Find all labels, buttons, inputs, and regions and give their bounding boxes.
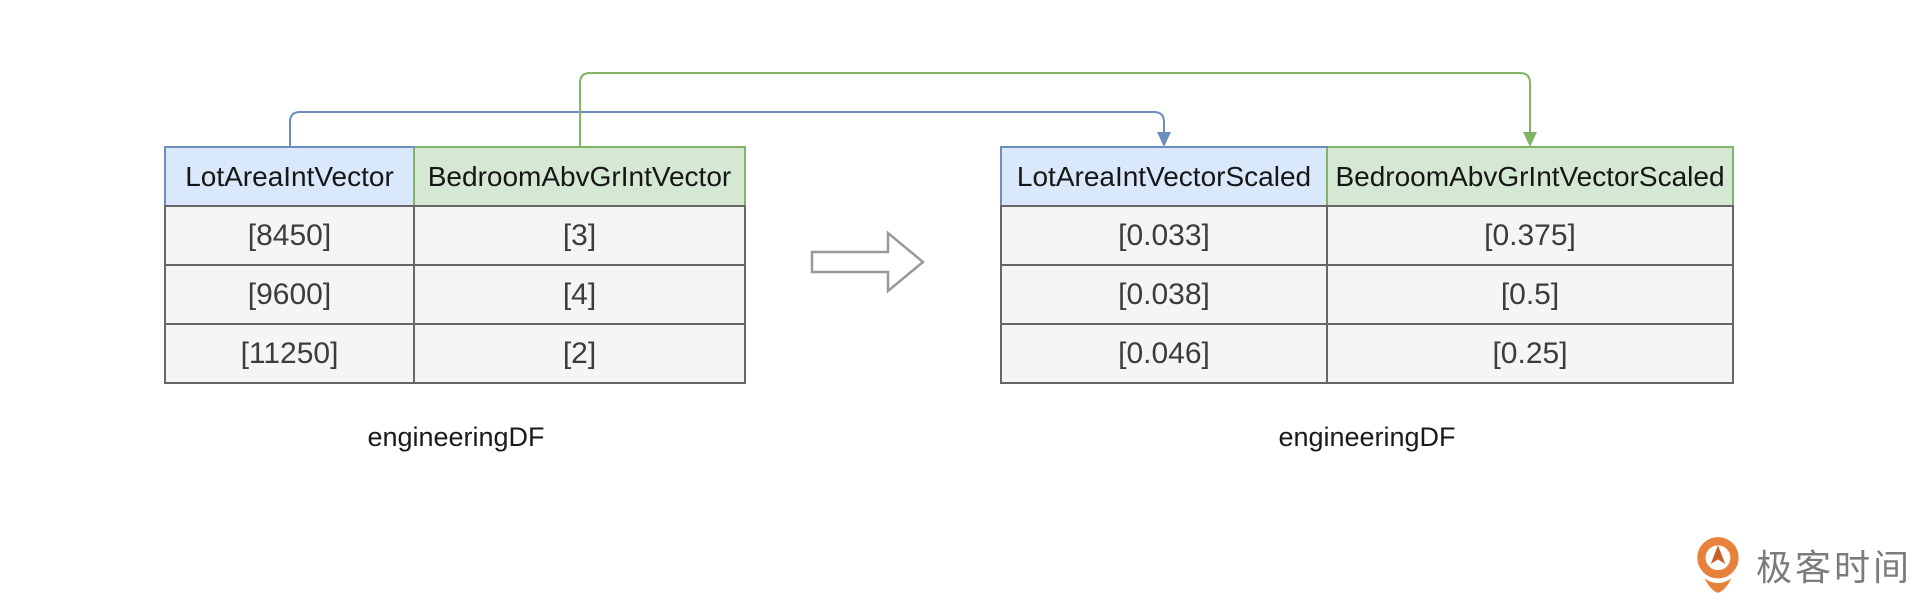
lot-area-connector-arrowhead-icon <box>1157 132 1171 147</box>
transform-arrow-icon <box>810 230 925 294</box>
table-row: [0.046] [0.25] <box>1000 323 1734 384</box>
source-table: LotAreaIntVector BedroomAbvGrIntVector [… <box>164 146 746 384</box>
cell: [3] <box>413 205 746 266</box>
geektime-logo-text: 极客时间 <box>1756 547 1913 588</box>
result-col-header-lotarea-scaled: LotAreaIntVectorScaled <box>1000 146 1327 207</box>
result-table-grid: LotAreaIntVectorScaled BedroomAbvGrIntVe… <box>1000 146 1734 384</box>
cell: [0.5] <box>1326 264 1734 325</box>
table-row: [0.038] [0.5] <box>1000 264 1734 325</box>
table-row: [0.033] [0.375] <box>1000 205 1734 266</box>
cell: [0.038] <box>1000 264 1328 325</box>
table-row: [8450] [3] <box>164 205 746 266</box>
result-table-caption: engineeringDF <box>1278 422 1456 452</box>
table-row: [11250] [2] <box>164 323 746 384</box>
result-col-header-bedroom-scaled: BedroomAbvGrIntVectorScaled <box>1326 146 1734 207</box>
lot-area-connector-line <box>289 111 1165 147</box>
bedroom-connector-line <box>579 72 1531 147</box>
result-table: LotAreaIntVectorScaled BedroomAbvGrIntVe… <box>1000 146 1734 384</box>
cell: [9600] <box>164 264 415 325</box>
cell: [8450] <box>164 205 415 266</box>
geektime-logo: 极客时间 <box>1692 534 1912 596</box>
source-table-caption: engineeringDF <box>367 422 545 452</box>
cell: [4] <box>413 264 746 325</box>
cell: [0.375] <box>1326 205 1734 266</box>
source-col-header-bedroom: BedroomAbvGrIntVector <box>413 146 746 207</box>
cell: [0.033] <box>1000 205 1328 266</box>
cell: [11250] <box>164 323 415 384</box>
cell: [0.25] <box>1326 323 1734 384</box>
source-col-header-lotarea: LotAreaIntVector <box>164 146 414 207</box>
table-row: [9600] [4] <box>164 264 746 325</box>
cell: [2] <box>413 323 746 384</box>
source-header-row: LotAreaIntVector BedroomAbvGrIntVector <box>164 146 746 207</box>
bedroom-connector-arrowhead-icon <box>1523 132 1537 147</box>
source-table-grid: LotAreaIntVector BedroomAbvGrIntVector [… <box>164 146 746 384</box>
result-header-row: LotAreaIntVectorScaled BedroomAbvGrIntVe… <box>1000 146 1734 207</box>
geektime-logo-icon <box>1697 537 1739 593</box>
cell: [0.046] <box>1000 323 1328 384</box>
